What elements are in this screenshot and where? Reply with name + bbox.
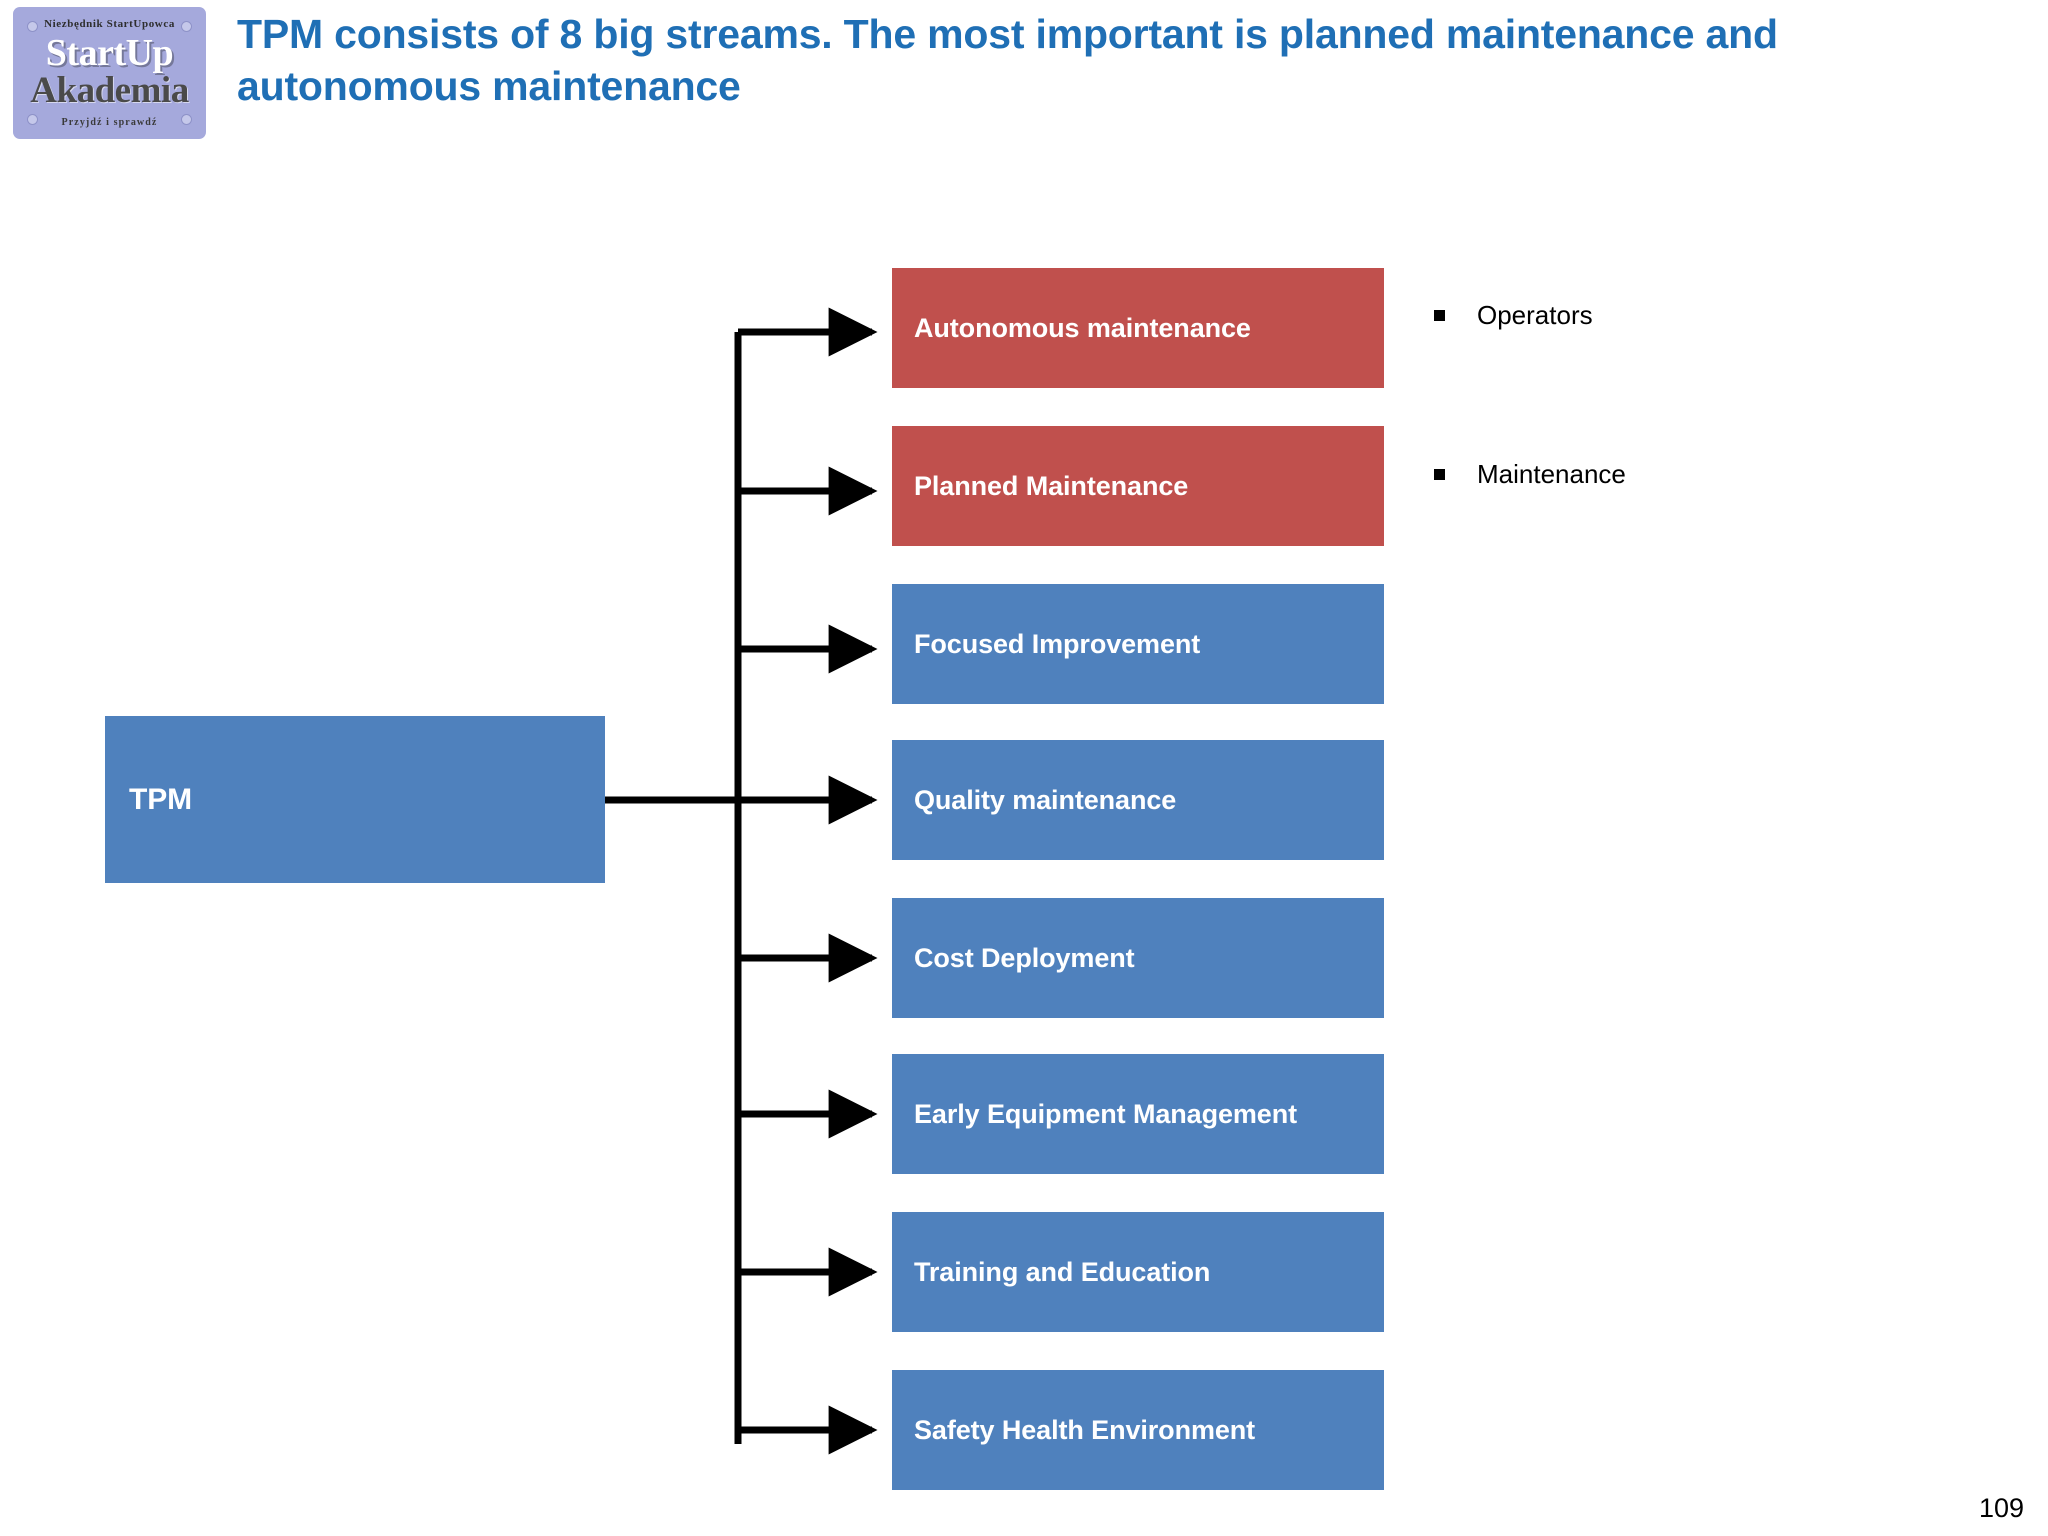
logo-tagline-bottom: Przyjdź i sprawdź <box>61 117 158 128</box>
node-label: Early Equipment Management <box>914 1098 1297 1129</box>
screw-icon <box>181 114 192 125</box>
node-label: Planned Maintenance <box>914 470 1189 501</box>
node-label: TPM <box>129 782 193 816</box>
node-planned-maintenance[interactable]: Planned Maintenance <box>892 426 1384 546</box>
node-label: Training and Education <box>914 1256 1211 1287</box>
logo-word-startup: StartUp <box>45 32 174 74</box>
screw-icon <box>27 114 38 125</box>
node-focused-improvement[interactable]: Focused Improvement <box>892 584 1384 704</box>
square-bullet-icon <box>1434 310 1445 321</box>
annotation-operators: Operators <box>1434 300 1593 331</box>
node-label: Quality maintenance <box>914 784 1177 815</box>
logo-tagline-top: Niezbędnik StartUpowca <box>44 18 175 30</box>
node-label: Focused Improvement <box>914 628 1201 659</box>
node-safety-health-environment[interactable]: Safety Health Environment <box>892 1370 1384 1490</box>
node-cost-deployment[interactable]: Cost Deployment <box>892 898 1384 1018</box>
node-training-and-education[interactable]: Training and Education <box>892 1212 1384 1332</box>
startup-akademia-logo: Niezbędnik StartUpowca StartUp Akademia … <box>13 7 206 139</box>
square-bullet-icon <box>1434 469 1445 480</box>
annotation-maintenance: Maintenance <box>1434 459 1626 490</box>
annotation-label: Operators <box>1477 300 1593 330</box>
node-tpm-root[interactable]: TPM <box>105 716 605 883</box>
node-quality-maintenance[interactable]: Quality maintenance <box>892 740 1384 860</box>
slide-title: TPM consists of 8 big streams. The most … <box>237 11 1778 110</box>
node-early-equipment-management[interactable]: Early Equipment Management <box>892 1054 1384 1174</box>
screw-icon <box>27 21 38 32</box>
node-label: Safety Health Environment <box>914 1414 1256 1445</box>
page-number: 109 <box>1978 1493 2024 1523</box>
node-autonomous-maintenance[interactable]: Autonomous maintenance <box>892 268 1384 388</box>
node-label: Autonomous maintenance <box>914 312 1251 343</box>
node-label: Cost Deployment <box>914 942 1135 973</box>
annotation-label: Maintenance <box>1477 459 1626 489</box>
screw-icon <box>181 21 192 32</box>
logo-word-akademia: Akademia <box>30 70 189 111</box>
